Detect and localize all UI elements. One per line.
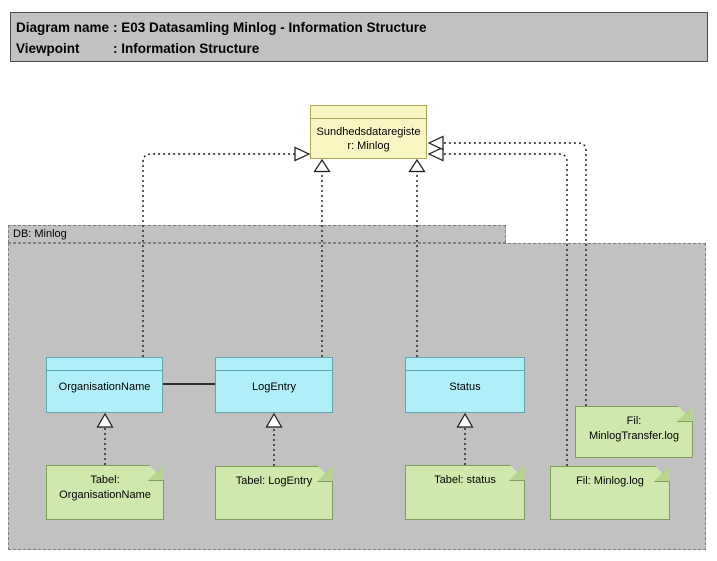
node-top-band [311,106,426,119]
viewpoint-value: : Information Structure [113,41,260,56]
note-fil-minlog-log[interactable]: Fil: Minlog.log [550,466,670,520]
entity-organisationname[interactable]: OrganisationName [46,357,163,413]
note-fil-minlogtransfer-log[interactable]: Fil: MinlogTransfer.log [575,406,693,458]
entity-top-band [216,358,332,371]
folded-corner-flap-icon [318,466,333,481]
diagram-title-banner: Diagram name: E03 Datasamling Minlog - I… [10,12,708,62]
diagram-name-row: Diagram name: E03 Datasamling Minlog - I… [16,17,707,38]
node-label-line: Sundhedsdataregiste [316,125,421,138]
note-tabel-organisationname[interactable]: Tabel: OrganisationName [46,465,164,520]
node-label-line: r: Minlog [347,139,390,152]
entity-top-band [47,358,162,371]
arrowhead-triangle [313,158,331,173]
entity-label: LogEntry [251,380,297,393]
entity-status[interactable]: Status [405,357,525,413]
folded-corner-flap-icon [655,466,670,481]
entity-logentry[interactable]: LogEntry [215,357,333,413]
note-label-line: Fil: Minlog.log [576,475,644,487]
note-tabel-logentry[interactable]: Tabel: LogEntry [215,466,333,520]
arrowhead-triangle [427,135,444,151]
node-sundhedsdataregister-minlog[interactable]: Sundhedsdataregiste r: Minlog [310,105,427,159]
diagram-name-label: Diagram name [16,20,110,35]
folded-corner-flap-icon [510,465,525,480]
viewpoint-label: Viewpoint [16,41,80,56]
node-label: Sundhedsdataregiste r: Minlog [311,119,426,158]
arrowhead-triangle [408,158,426,173]
entity-label: OrganisationName [58,380,151,393]
entity-top-band [406,358,524,371]
arrowhead-triangle [294,146,311,162]
folded-corner-flap-icon [678,406,693,421]
viewpoint-row: Viewpoint : Information Structure [16,38,707,59]
note-tabel-status[interactable]: Tabel: status [405,465,525,520]
entity-label: Status [449,380,481,393]
folded-corner-flap-icon [149,465,164,480]
arrowhead-triangle [427,146,444,162]
note-label-line: Tabel: [90,474,120,486]
note-label-line: OrganisationName [59,489,151,501]
diagram-name-value: : E03 Datasamling Minlog - Information S… [113,20,427,35]
db-minlog-container-label: DB: Minlog [13,228,67,240]
note-label-line: Fil: [626,415,642,427]
note-label-line: Tabel: status [434,474,496,486]
db-minlog-container-header[interactable]: DB: Minlog [8,225,506,243]
note-label-line: Tabel: LogEntry [235,475,313,487]
note-label-line: MinlogTransfer.log [588,430,680,442]
